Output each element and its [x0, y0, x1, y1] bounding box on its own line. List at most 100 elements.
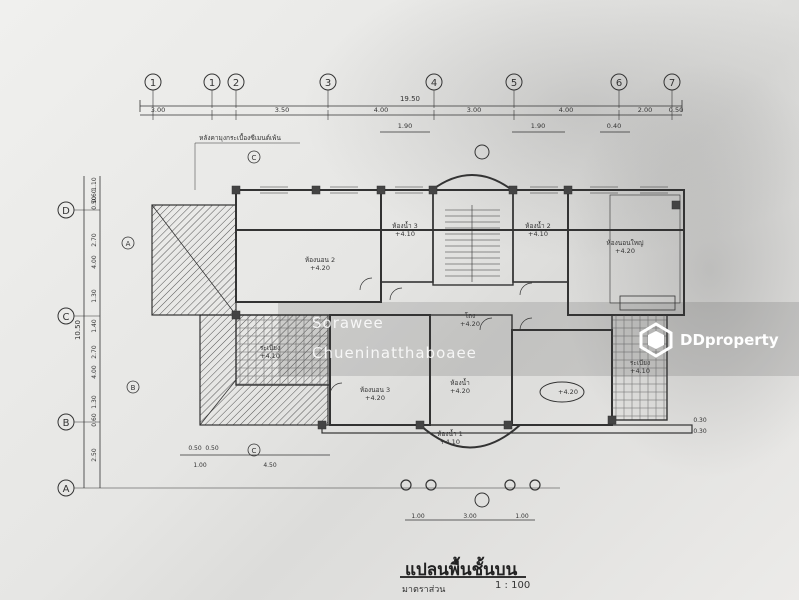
dimension-label: 1.40 — [91, 319, 98, 333]
balcony-tiles — [235, 314, 331, 386]
dimension-label: 4.50 — [263, 462, 277, 469]
room-level: +4.10 — [440, 438, 460, 446]
watermark-line1: Sorawee — [312, 314, 384, 332]
grid-column-label: 7 — [669, 78, 675, 89]
grid-column-label: 3 — [325, 78, 331, 89]
internal-marker-label: C — [252, 447, 257, 455]
room-level: +4.20 — [310, 264, 330, 272]
room-bedroom-2 — [235, 189, 382, 303]
internal-marker — [247, 443, 261, 457]
room-name: ระเบียง — [260, 344, 280, 352]
dimension-label: 4.00 — [374, 106, 388, 114]
dimension-label: 0.50 — [188, 445, 202, 452]
dimension-label: 19.50 — [400, 95, 420, 103]
section-marker — [474, 492, 490, 508]
plan-title: แปลนพื้นชั้นบน — [405, 560, 518, 580]
door-swing — [359, 277, 373, 291]
roof-ridge — [199, 379, 237, 426]
post-circle — [504, 479, 516, 491]
room-name: ห้องน้ำ 3 — [392, 221, 418, 230]
scale-label: มาตราส่วน — [402, 585, 446, 595]
shadow — [300, 0, 799, 260]
room-name: ห้องนอน 3 — [360, 386, 390, 394]
closet — [609, 194, 681, 304]
dimension-label: 1.90 — [398, 122, 412, 130]
room-level: +4.10 — [260, 352, 280, 360]
watermark-line2: Chueninatthaboaee — [312, 344, 477, 362]
column — [311, 185, 321, 195]
room-name: ห้องนอนใหญ่ — [606, 239, 644, 247]
roof-ridge — [151, 204, 237, 316]
dimension-label: 0.60 — [91, 413, 98, 427]
door-swing — [389, 287, 403, 301]
room-name: +4.20 — [558, 388, 578, 396]
column — [428, 185, 438, 195]
dimension-label: 0.50 — [91, 196, 98, 210]
grid-row-label: A — [63, 484, 70, 495]
grid-column-label: 1 — [150, 78, 156, 89]
room-level: +4.10 — [528, 230, 548, 238]
shadow — [560, 60, 799, 480]
dimension-label: 1.30 — [91, 289, 98, 303]
watermark-brand: DDproperty — [680, 331, 779, 349]
column — [503, 420, 513, 430]
room-level: +4.20 — [365, 394, 385, 402]
room-name: โถง — [465, 312, 476, 320]
stair-hall — [432, 189, 514, 286]
dimension-label: 10.50 — [74, 320, 82, 340]
internal-marker-label: A — [126, 240, 131, 248]
dimension-label: 3.00 — [467, 106, 481, 114]
column — [231, 310, 241, 320]
bay-top — [431, 174, 513, 191]
grid-column-label: 5 — [511, 78, 517, 89]
room-level: +4.20 — [450, 387, 470, 395]
room-name: ห้องนอน 2 — [305, 256, 335, 264]
title-underline — [400, 576, 526, 578]
internal-marker-label: B — [131, 384, 136, 392]
bed-furniture — [619, 295, 676, 311]
dimension-label: 0.60 — [91, 189, 98, 203]
dimension-label: 3.50 — [275, 106, 289, 114]
room-level: +4.10 — [395, 230, 415, 238]
dimension-label: 1.90 — [531, 122, 545, 130]
dimension-label: 1.00 — [411, 513, 425, 520]
table-furniture — [539, 381, 585, 403]
room-name: ห้องน้ำ 2 — [525, 221, 551, 230]
column — [376, 185, 386, 195]
dimension-label: 0.40 — [607, 122, 621, 130]
dimension-label: 3.00 — [151, 106, 165, 114]
door-swing — [519, 317, 533, 331]
column — [231, 185, 241, 195]
column — [563, 185, 573, 195]
dimension-label: 4.00 — [91, 255, 98, 269]
door-swing — [329, 382, 343, 396]
grid-column-label: 6 — [616, 78, 622, 89]
ddproperty-logo-icon — [639, 322, 673, 358]
post-circle — [425, 479, 437, 491]
grid-row-label: B — [63, 418, 70, 429]
door-swing — [519, 282, 533, 296]
room-name: ห้องน้ำ 1 — [437, 429, 463, 438]
watermark-band — [278, 302, 799, 376]
dimension-label: 2.50 — [91, 448, 98, 462]
grid-row-label: D — [62, 206, 70, 217]
dimension-label: 3.00 — [463, 513, 477, 520]
dimension-label: 0.50 — [205, 445, 219, 452]
room-level: +4.10 — [630, 367, 650, 375]
dimension-label: 1.00 — [515, 513, 529, 520]
dimension-label: 0.50 — [669, 106, 683, 114]
dimension-label: 4.00 — [91, 365, 98, 379]
roof-annotation: หลังคามุงกระเบื้องซีเมนต์เพ้น — [199, 133, 281, 142]
dimension-label: 4.00 — [559, 106, 573, 114]
column — [508, 185, 518, 195]
column — [415, 420, 425, 430]
dimension-label: 0.30 — [693, 417, 707, 424]
grid-column-label: 2 — [233, 78, 239, 89]
dimension-label: 2.00 — [638, 106, 652, 114]
post-circle — [529, 479, 541, 491]
column — [671, 200, 681, 210]
column — [317, 420, 327, 430]
internal-marker — [247, 150, 261, 164]
scale-value: 1 : 100 — [495, 580, 531, 591]
